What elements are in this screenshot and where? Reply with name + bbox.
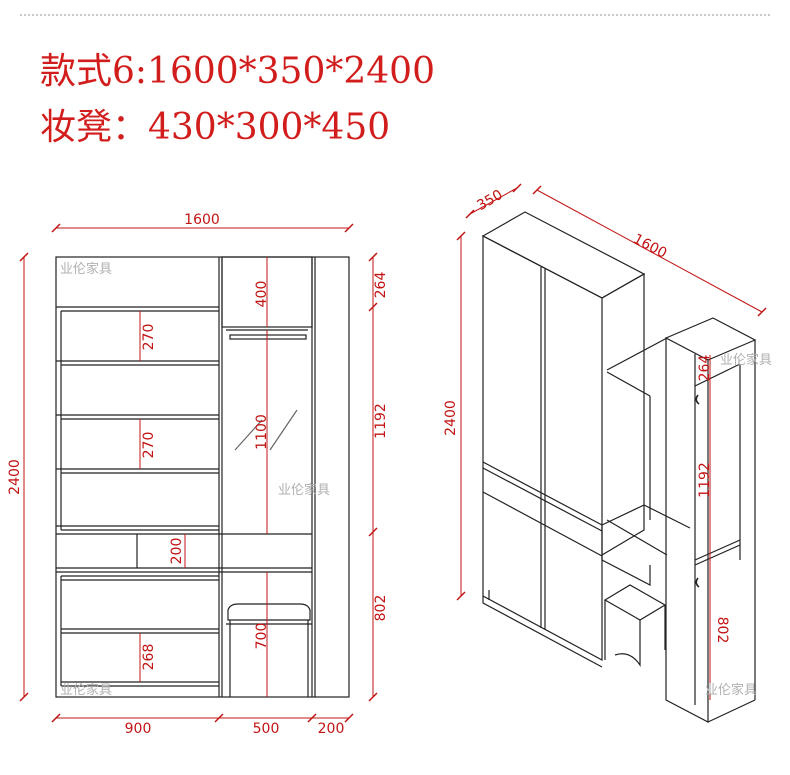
dim-overall-height: 2400 bbox=[7, 459, 23, 495]
iso-stool bbox=[603, 584, 667, 621]
stool-size-title: 妆凳：430*300*450 bbox=[40, 107, 391, 148]
watermark-front-bottom: 业伦家具 bbox=[60, 682, 112, 698]
dim-width-500: 500 bbox=[253, 721, 280, 737]
dim-width-900: 900 bbox=[125, 721, 152, 737]
dim-overall-width: 1600 bbox=[184, 212, 220, 228]
watermark-front-mid: 业伦家具 bbox=[278, 482, 330, 498]
iso-left-cabinet bbox=[482, 235, 603, 662]
dim-right-1192: 1192 bbox=[373, 403, 389, 439]
dim-right-802: 802 bbox=[373, 595, 389, 622]
dim-shelf-268: 268 bbox=[141, 644, 157, 671]
watermark-iso-top: 业伦家具 bbox=[720, 352, 772, 368]
iso-dimensions bbox=[456, 183, 767, 700]
front-dimensions bbox=[19, 223, 378, 723]
stool bbox=[226, 603, 312, 697]
dim-top-400: 400 bbox=[254, 281, 270, 308]
top-dotted-divider bbox=[20, 14, 770, 16]
dim-width-200: 200 bbox=[318, 721, 345, 737]
front-outline bbox=[55, 256, 350, 698]
hanging-rod bbox=[229, 334, 307, 340]
dim-shelf-270-a: 270 bbox=[141, 324, 157, 351]
iso-dim-width: 1600 bbox=[630, 231, 669, 262]
dim-mirror-1100: 1100 bbox=[254, 414, 270, 450]
watermark-front-top: 业伦家具 bbox=[60, 261, 112, 277]
style-size-title: 款式6:1600*350*2400 bbox=[40, 51, 435, 92]
iso-dim-802: 802 bbox=[714, 617, 730, 644]
iso-dimension-labels: 350 1600 2400 264 1192 802 业伦家具 业伦家具 bbox=[443, 187, 772, 698]
left-shelves bbox=[56, 306, 312, 687]
dim-desk-200: 200 bbox=[169, 538, 185, 565]
dim-shelf-270-b: 270 bbox=[141, 432, 157, 459]
iso-dim-264: 264 bbox=[697, 355, 713, 382]
front-dimension-labels: 1600 2400 900 500 200 270 270 268 400 11… bbox=[7, 212, 389, 737]
iso-view bbox=[481, 211, 757, 723]
iso-dim-1192: 1192 bbox=[697, 462, 713, 498]
iso-right-panel bbox=[665, 337, 709, 723]
mirror bbox=[234, 409, 298, 451]
iso-dim-depth: 350 bbox=[474, 187, 505, 214]
front-view bbox=[55, 256, 350, 698]
dim-stool-700: 700 bbox=[254, 623, 270, 650]
iso-dim-height: 2400 bbox=[443, 400, 459, 436]
watermark-iso-bottom: 业伦家具 bbox=[705, 682, 757, 698]
dim-right-264: 264 bbox=[373, 272, 389, 299]
